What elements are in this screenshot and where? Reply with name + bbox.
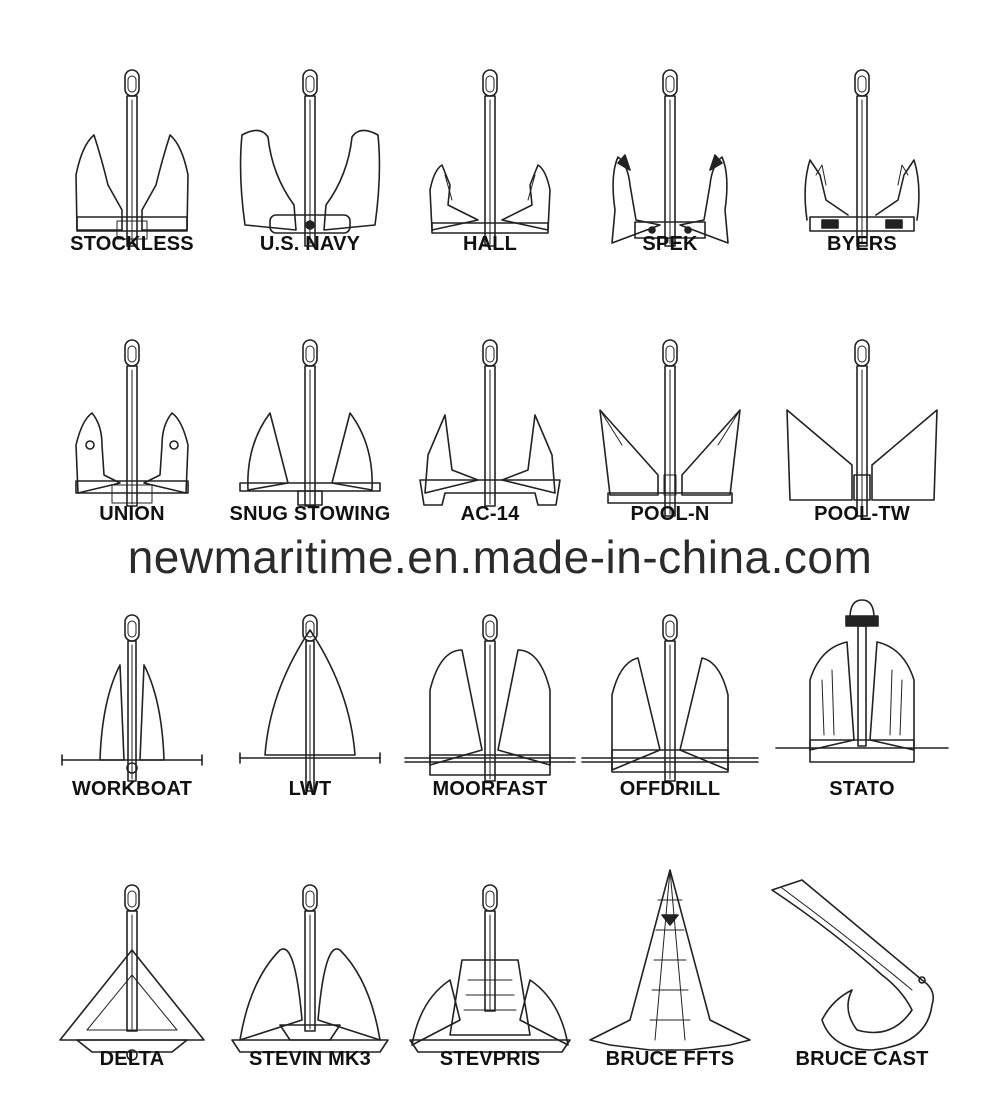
anchor-stevpris: STEVPRIS xyxy=(390,840,590,1110)
anchor-snug-drawing xyxy=(239,339,381,507)
anchor-label: BRUCE CAST xyxy=(795,1048,929,1070)
anchor-label: POOL-TW xyxy=(814,503,910,525)
anchor-label: SPEK xyxy=(642,233,698,255)
anchor-stevin: STEVIN MK3 xyxy=(210,840,410,1110)
anchor-lwt: LWT xyxy=(210,570,410,840)
anchor-stato-drawing xyxy=(775,599,949,763)
watermark-text: newmaritime.en.made-in-china.com xyxy=(127,531,873,583)
anchor-stevin-drawing xyxy=(231,884,389,1053)
anchor-label: MOORFAST xyxy=(432,778,548,800)
anchor-label: WORKBOAT xyxy=(71,778,193,800)
anchor-moorfast: MOORFAST xyxy=(390,570,590,840)
anchor-label: BYERS xyxy=(827,233,897,255)
anchor-label: U.S. NAVY xyxy=(259,233,361,255)
anchor-pooln-drawing xyxy=(599,339,741,517)
anchor-label: SNUG STOWING xyxy=(229,503,391,525)
anchor-bruceffts-drawing xyxy=(589,869,751,1051)
anchor-label: OFFDRILL xyxy=(619,778,721,800)
anchor-hall: HALL xyxy=(390,25,590,295)
anchor-ac14-drawing xyxy=(419,339,561,507)
anchor-stockless: STOCKLESS xyxy=(32,25,232,295)
anchor-brucecast: BRUCE CAST xyxy=(762,840,962,1110)
anchor-pooln: POOL-N xyxy=(570,295,770,565)
anchor-spek-drawing xyxy=(611,69,729,247)
anchor-stockless-drawing xyxy=(75,69,189,247)
anchor-label: POOL-N xyxy=(630,503,710,525)
anchor-delta: DELTA xyxy=(32,840,232,1110)
anchor-usnavy: U.S. NAVY xyxy=(210,25,410,295)
anchor-offdrill-drawing xyxy=(581,614,759,782)
anchor-union: UNION xyxy=(32,295,232,565)
anchor-label: DELTA xyxy=(99,1048,165,1070)
anchor-ac14: AC-14 xyxy=(390,295,590,565)
anchor-byers: BYERS xyxy=(762,25,962,295)
anchor-label: STEVPRIS xyxy=(439,1048,541,1070)
anchor-label: STATO xyxy=(829,778,895,800)
anchor-delta-drawing xyxy=(59,884,205,1061)
anchor-usnavy-drawing xyxy=(239,69,381,247)
anchor-label: BRUCE FFTS xyxy=(605,1048,735,1070)
anchor-label: STOCKLESS xyxy=(70,233,194,255)
anchor-workboat-drawing xyxy=(61,614,203,782)
anchor-hall-drawing xyxy=(429,69,551,247)
anchor-bruceffts: BRUCE FFTS xyxy=(570,840,770,1110)
anchor-lwt-drawing xyxy=(239,614,381,792)
anchor-snug: SNUG STOWING xyxy=(210,295,410,565)
anchor-stevpris-drawing xyxy=(409,884,571,1053)
anchor-union-drawing xyxy=(75,339,189,507)
anchor-label: AC-14 xyxy=(460,503,520,525)
anchor-workboat: WORKBOAT xyxy=(32,570,232,840)
anchor-byers-drawing xyxy=(804,69,920,247)
anchor-label: STEVIN MK3 xyxy=(248,1048,372,1070)
anchor-label: UNION xyxy=(99,503,165,525)
anchor-offdrill: OFFDRILL xyxy=(570,570,770,840)
anchor-stato: STATO xyxy=(762,570,962,840)
anchor-label: HALL xyxy=(462,233,518,255)
anchor-pooltw-drawing xyxy=(786,339,938,517)
anchor-pooltw: POOL-TW xyxy=(762,295,962,565)
anchor-moorfast-drawing xyxy=(404,614,576,782)
anchor-label: LWT xyxy=(288,778,332,800)
anchor-spek: SPEK xyxy=(570,25,770,295)
anchor-brucecast-drawing xyxy=(771,879,935,1051)
